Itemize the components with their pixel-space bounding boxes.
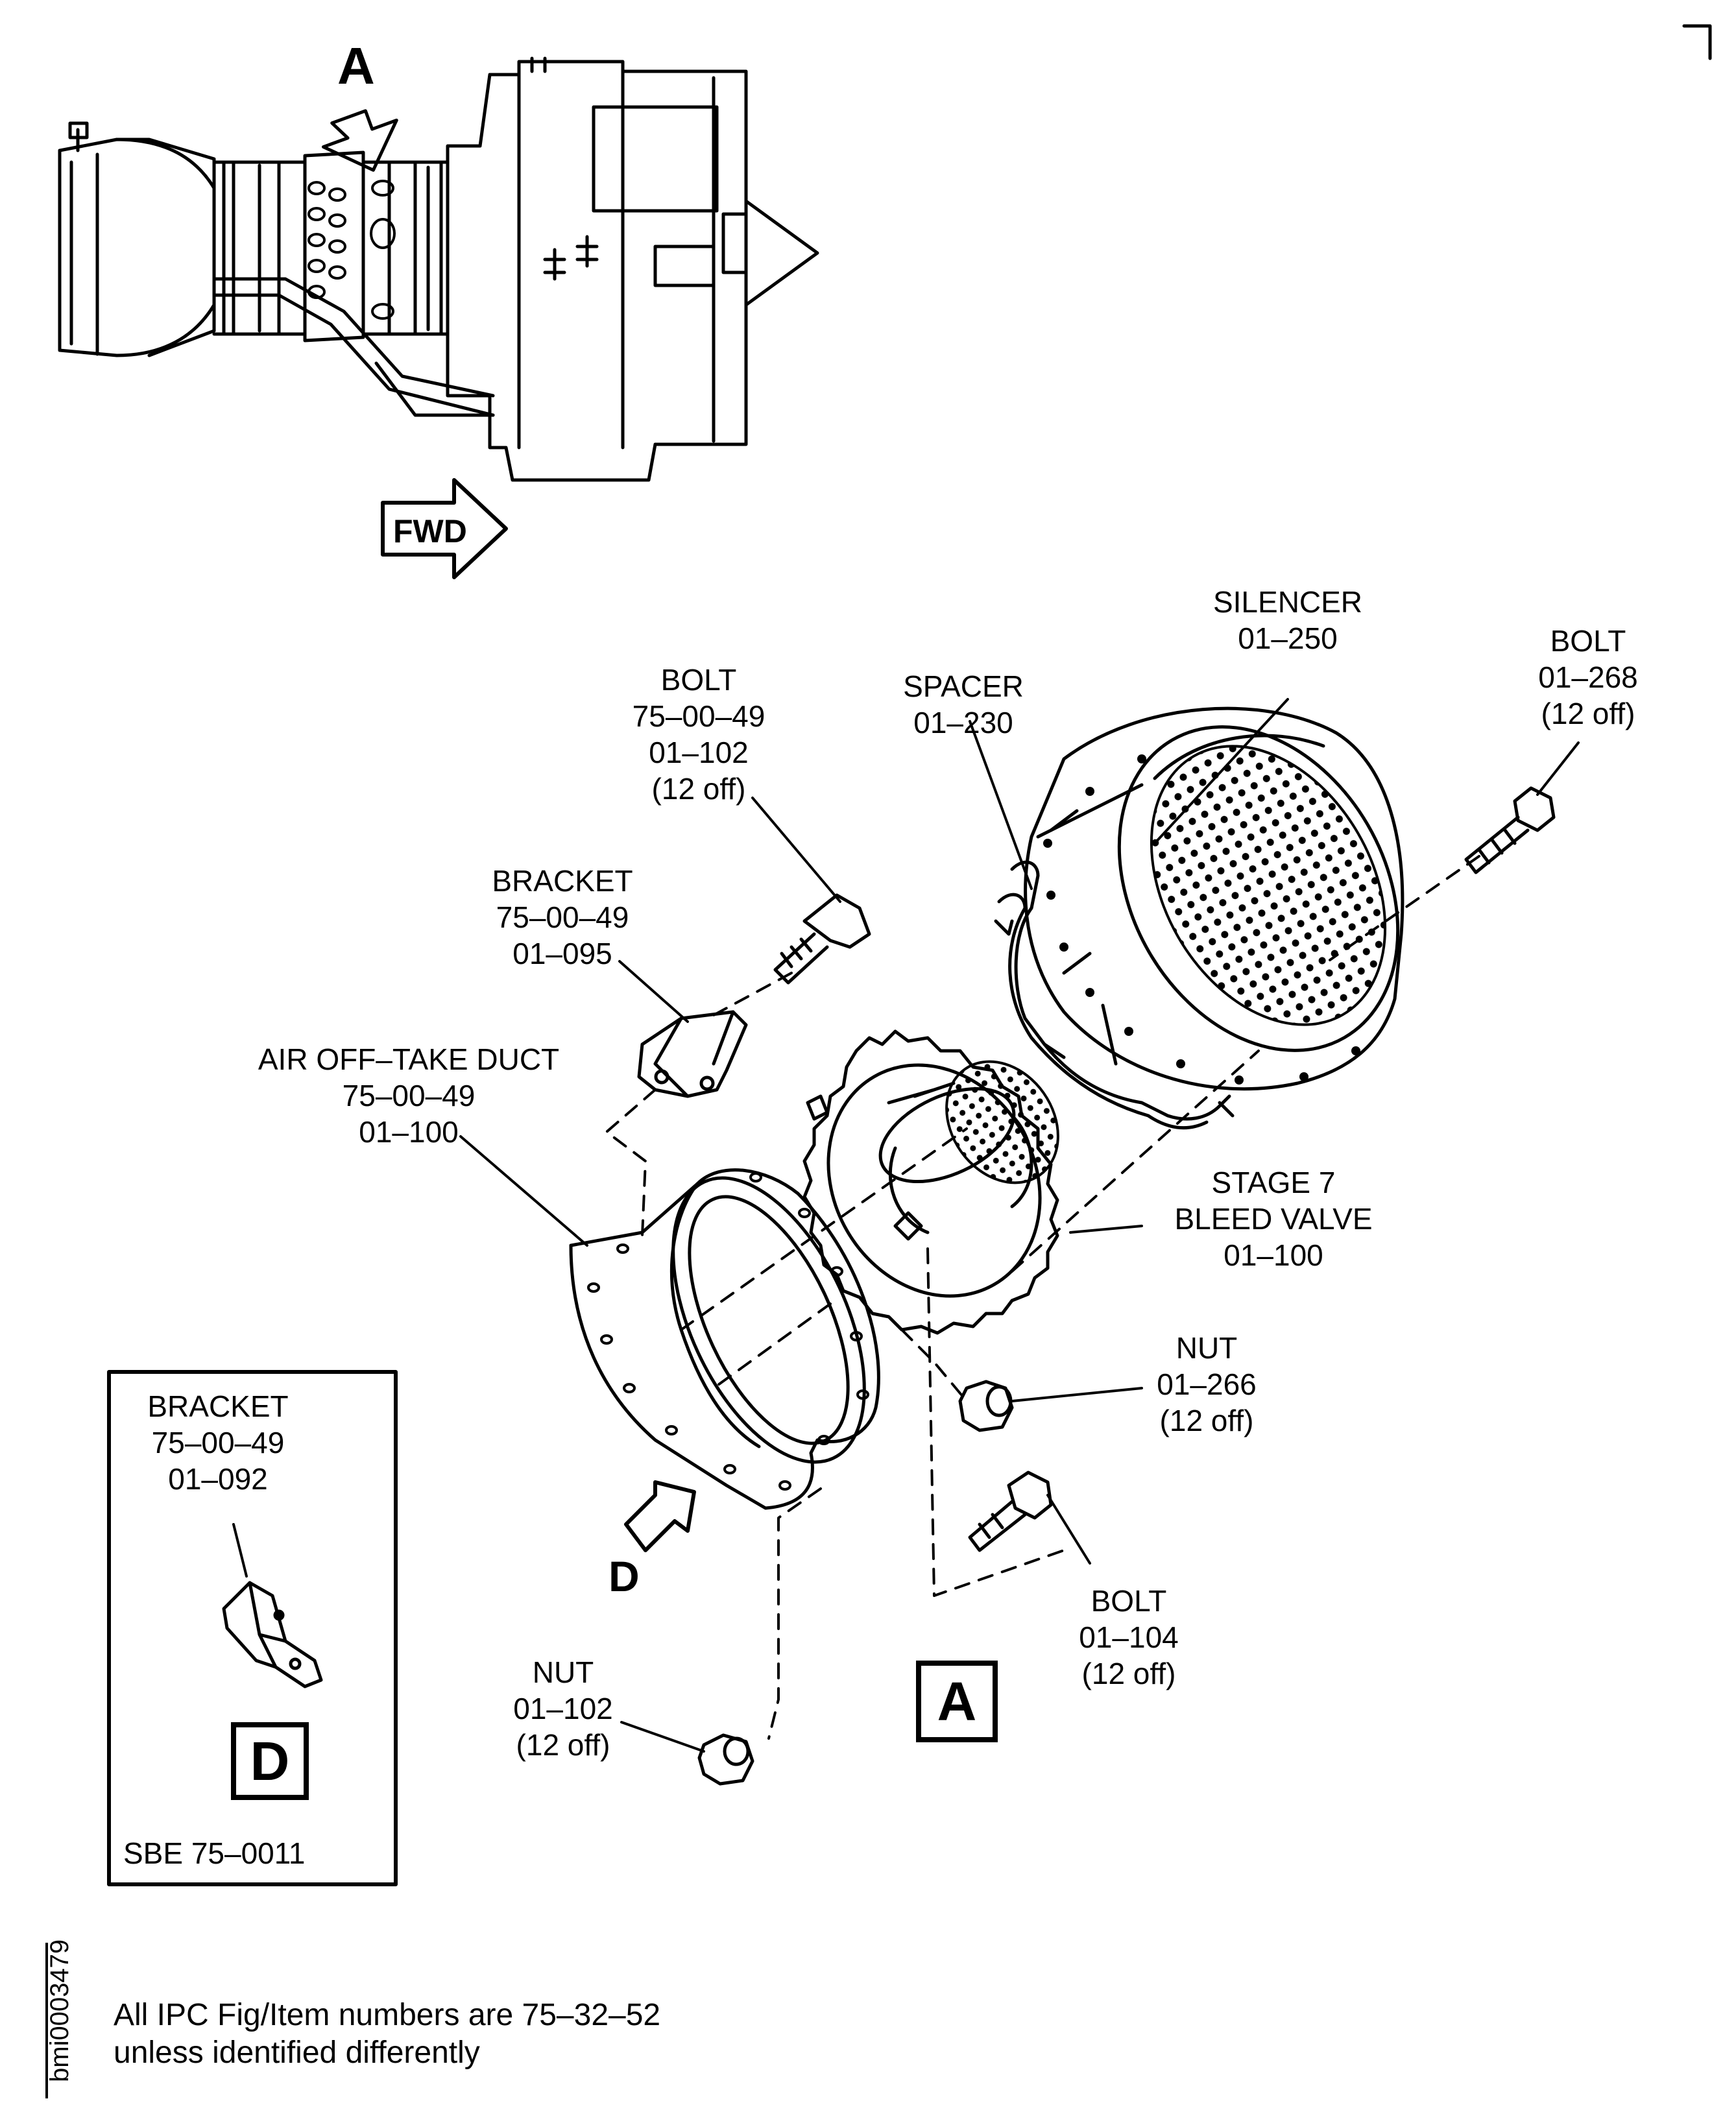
engine-overview xyxy=(58,56,819,579)
fwd-arrow xyxy=(381,478,508,579)
bracket-095-part xyxy=(637,1010,748,1098)
nut-01-102-part xyxy=(697,1733,754,1786)
bolt-01-268-part xyxy=(1464,786,1556,874)
leader-lines xyxy=(459,698,1580,1753)
assembly-lines xyxy=(605,855,1480,1740)
air-offtake-duct-part xyxy=(569,1168,880,1510)
fwd-label: FWD xyxy=(393,513,467,549)
bolt-01-102-part xyxy=(773,893,871,985)
silencer-part xyxy=(1024,706,1404,1091)
figure-id-rule xyxy=(45,1943,48,2098)
view-arrow-a-label: A xyxy=(337,37,375,95)
inset-d-box xyxy=(107,1370,398,1886)
figure-id: bmi0003479 xyxy=(45,1939,74,2082)
corner-mark xyxy=(1682,24,1712,60)
detail-a-box: A xyxy=(916,1661,998,1742)
spacer-part xyxy=(994,860,1235,1130)
inset-reference: SBE 75–0011 xyxy=(123,1836,306,1870)
nut-01-266-part xyxy=(958,1380,1014,1432)
view-arrow-d-label: D xyxy=(609,1552,640,1600)
detail-d-box: D xyxy=(231,1722,309,1800)
bleed-valve-part xyxy=(802,1029,1059,1335)
bolt-01-104-part xyxy=(968,1471,1053,1552)
view-arrow-d xyxy=(624,1480,696,1552)
bracket-092-part xyxy=(222,1523,323,1688)
